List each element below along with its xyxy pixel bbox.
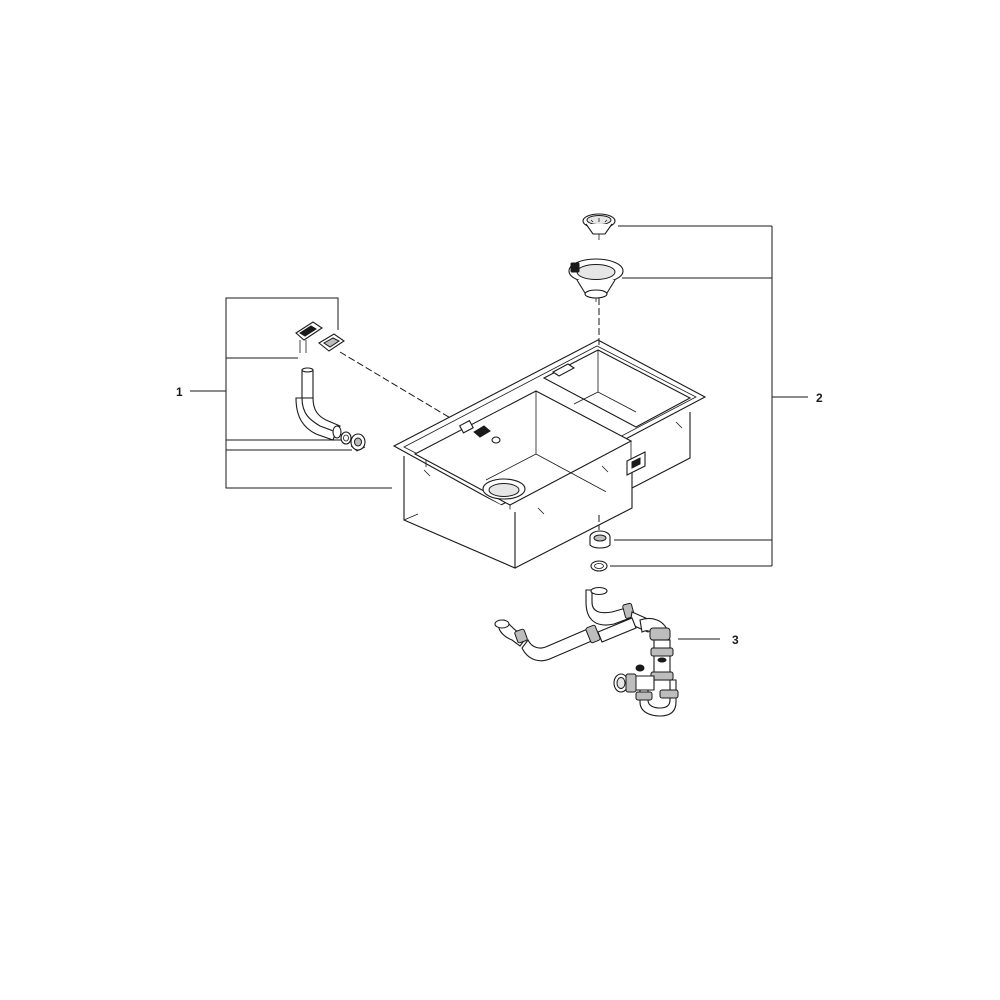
overflow-washer xyxy=(340,431,352,445)
strainer-basket xyxy=(582,213,616,240)
overflow-kit xyxy=(295,321,366,452)
small-bowl-slot xyxy=(551,363,576,377)
main-bowl-drain-hole xyxy=(482,478,526,500)
callout-1-label: 1 xyxy=(176,385,183,399)
callout-2-bracket: 2 xyxy=(610,225,823,567)
overflow-cover-plate xyxy=(295,321,323,353)
callout-3-label: 3 xyxy=(732,633,739,647)
sink-basin xyxy=(392,339,707,569)
callout-3-leader: 3 xyxy=(678,633,739,647)
sink-overflow-slot xyxy=(458,419,474,434)
callout-1-bracket: 1 xyxy=(176,297,392,489)
assembly-line-overflow xyxy=(339,351,463,426)
callout-2-label: 2 xyxy=(816,391,823,405)
siphon-trap-assembly xyxy=(494,586,679,717)
overflow-nut xyxy=(350,433,366,452)
overflow-gasket xyxy=(318,333,345,352)
strainer-body xyxy=(568,258,624,302)
sink-overflow-fitting xyxy=(473,425,501,444)
overflow-pipe xyxy=(295,367,342,441)
drain-nut xyxy=(589,530,611,549)
drain-washer xyxy=(590,560,608,572)
